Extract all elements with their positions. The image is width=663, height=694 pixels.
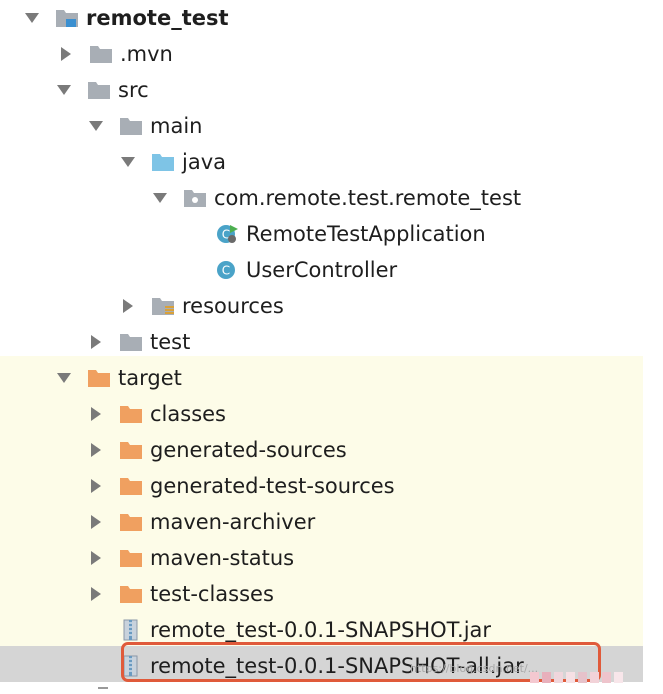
tree-item-target[interactable]: target xyxy=(0,360,643,396)
chevron-right-icon[interactable] xyxy=(86,512,106,532)
folder-icon xyxy=(118,115,144,137)
tree-item-label: .mvn xyxy=(120,42,173,66)
tree-item-label: RemoteTestApplication xyxy=(246,222,486,246)
tree-item-label: java xyxy=(182,150,226,174)
chevron-right-icon[interactable] xyxy=(86,332,106,352)
module-folder-icon xyxy=(54,7,80,29)
excluded-target-background xyxy=(0,356,643,646)
tree-item-maven-status[interactable]: maven-status xyxy=(0,540,643,576)
tree-item-maven-archiver[interactable]: maven-archiver xyxy=(0,504,643,540)
chevron-down-icon[interactable] xyxy=(54,80,74,100)
tree-item-label: remote_test-0.0.1-SNAPSHOT.jar xyxy=(150,618,492,642)
chevron-down-icon[interactable] xyxy=(118,152,138,172)
chevron-down-icon[interactable] xyxy=(86,116,106,136)
class-icon: C xyxy=(214,259,240,281)
chevron-right-icon[interactable] xyxy=(86,404,106,424)
spring-boot-class-icon: C xyxy=(214,223,240,245)
excluded-folder-icon xyxy=(118,511,144,533)
tree-item-src[interactable]: src xyxy=(0,72,643,108)
tree-item-main[interactable]: main xyxy=(0,108,643,144)
tree-item-label: target xyxy=(118,366,182,390)
excluded-folder-icon xyxy=(86,367,112,389)
tree-item-test[interactable]: test xyxy=(0,324,643,360)
tree-item-label: maven-archiver xyxy=(150,510,316,534)
resources-folder-icon xyxy=(150,295,176,317)
package-icon xyxy=(182,187,208,209)
jar-file-icon xyxy=(118,619,144,641)
source-folder-icon xyxy=(150,151,176,173)
excluded-folder-icon xyxy=(118,403,144,425)
tree-item-label: generated-test-sources xyxy=(150,474,395,498)
excluded-folder-icon xyxy=(118,475,144,497)
chevron-right-icon[interactable] xyxy=(86,476,106,496)
folder-icon xyxy=(118,331,144,353)
tree-item-classes[interactable]: classes xyxy=(0,396,643,432)
jar-file-icon xyxy=(118,655,144,677)
chevron-right-icon[interactable] xyxy=(86,440,106,460)
tree-item-java[interactable]: java xyxy=(0,144,643,180)
tree-item-label: main xyxy=(150,114,203,138)
divider xyxy=(98,687,108,689)
tree-item-mvn[interactable]: .mvn xyxy=(0,36,643,72)
tree-item-remote-test-application[interactable]: C RemoteTestApplication xyxy=(0,216,643,252)
tree-item-snapshot-all-jar[interactable]: remote_test-0.0.1-SNAPSHOT-all.jar xyxy=(0,648,643,684)
chevron-right-icon[interactable] xyxy=(86,584,106,604)
excluded-folder-icon xyxy=(118,547,144,569)
tree-item-label: classes xyxy=(150,402,226,426)
tree-item-remote-test[interactable]: remote_test xyxy=(0,0,643,36)
chevron-down-icon[interactable] xyxy=(54,368,74,388)
chevron-right-icon[interactable] xyxy=(118,296,138,316)
svg-text:C: C xyxy=(222,264,230,278)
tree-item-label: remote_test xyxy=(86,6,229,30)
tree-item-label: resources xyxy=(182,294,284,318)
tree-item-generated-test-sources[interactable]: generated-test-sources xyxy=(0,468,643,504)
tree-item-label: src xyxy=(118,78,149,102)
chevron-down-icon[interactable] xyxy=(22,8,42,28)
watermark-text: https://blog.csdn.net/... xyxy=(410,662,539,675)
svg-text:C: C xyxy=(222,228,230,242)
tree-item-label: test xyxy=(150,330,191,354)
tree-item-test-classes[interactable]: test-classes xyxy=(0,576,643,612)
tree-item-user-controller[interactable]: C UserController xyxy=(0,252,643,288)
tree-item-package[interactable]: com.remote.test.remote_test xyxy=(0,180,643,216)
tree-item-label: maven-status xyxy=(150,546,295,570)
highlight-annotation-box xyxy=(121,642,601,682)
excluded-folder-icon xyxy=(118,439,144,461)
chevron-right-icon[interactable] xyxy=(86,548,106,568)
chevron-right-icon[interactable] xyxy=(56,44,76,64)
chevron-down-icon[interactable] xyxy=(150,188,170,208)
tree-item-label: generated-sources xyxy=(150,438,347,462)
excluded-folder-icon xyxy=(118,583,144,605)
tree-item-label: UserController xyxy=(246,258,398,282)
folder-icon xyxy=(88,43,114,65)
tree-item-label: com.remote.test.remote_test xyxy=(214,186,522,210)
tree-item-snapshot-jar[interactable]: remote_test-0.0.1-SNAPSHOT.jar xyxy=(0,612,643,648)
tree-item-label: test-classes xyxy=(150,582,274,606)
folder-icon xyxy=(86,79,112,101)
tree-item-label: remote_test-0.0.1-SNAPSHOT-all.jar xyxy=(150,654,524,678)
watermark-blocks xyxy=(530,672,623,683)
tree-item-generated-sources[interactable]: generated-sources xyxy=(0,432,643,468)
tree-item-resources[interactable]: resources xyxy=(0,288,643,324)
